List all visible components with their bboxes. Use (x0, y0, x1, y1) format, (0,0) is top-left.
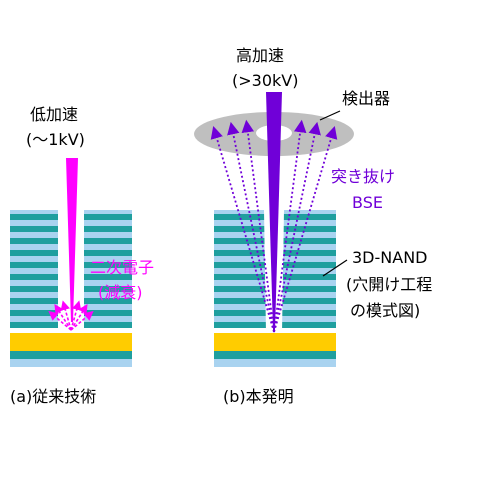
right-base-light (214, 359, 336, 367)
left-gold-layer (10, 333, 132, 351)
nand-label-line3: の模式図) (350, 301, 420, 320)
secondary-electrons (48, 300, 94, 331)
right-base-teal (214, 351, 336, 359)
right-beam-label-line1: 高加速 (236, 46, 284, 65)
detector-leader-line (319, 110, 341, 121)
left-base-teal (10, 351, 132, 359)
right-beam-label-line2: (>30kV) (232, 71, 298, 90)
high-energy-beam (266, 92, 282, 330)
left-beam-label-line2: (～1kV) (26, 130, 85, 149)
right-caption: (b)本発明 (223, 387, 294, 406)
left-beam-label-line1: 低加速 (30, 105, 78, 124)
right-gold-layer (214, 333, 336, 351)
left-base-light (10, 359, 132, 367)
bse-label-line2: BSE (352, 193, 383, 212)
nand-label-line1: 3D-NAND (352, 248, 427, 267)
bse-rays (210, 119, 338, 333)
nand-label-line2: (穴開け工程 (346, 275, 432, 294)
left-caption: (a)従来技術 (10, 387, 96, 406)
low-energy-beam (66, 158, 78, 322)
secondary-electron-label-line1: 二次電子 (90, 258, 154, 277)
detector-label: 検出器 (342, 89, 390, 108)
bse-label-line1: 突き抜け (331, 167, 395, 186)
secondary-electron-label-line2: (減衰) (98, 283, 143, 302)
nand-leader-line (322, 259, 348, 277)
